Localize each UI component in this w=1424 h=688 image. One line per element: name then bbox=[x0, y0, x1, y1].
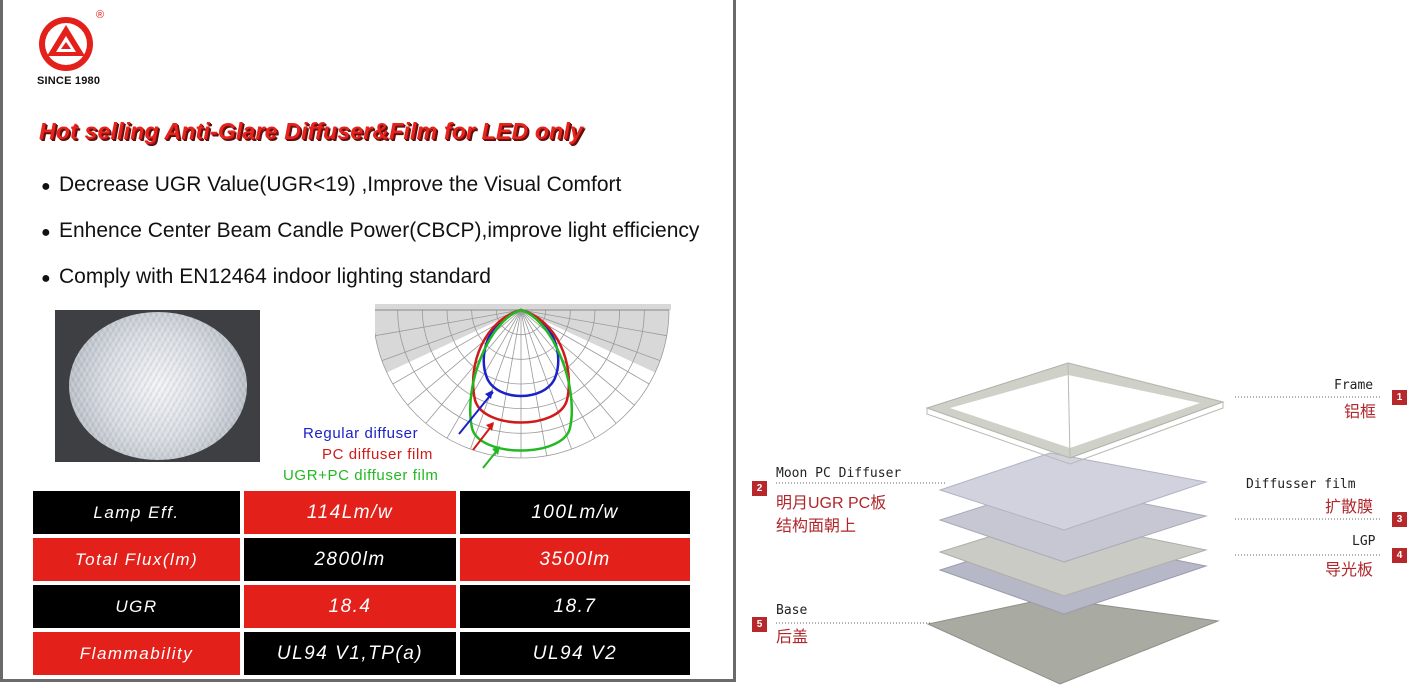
headline: Hot selling Anti-Glare Diffuser&Film for… bbox=[39, 118, 583, 144]
badge-2: 2 bbox=[752, 481, 767, 496]
base-layer bbox=[926, 597, 1220, 685]
lgp-label-cn: 导光板 bbox=[1325, 562, 1374, 579]
table-row: Total Flux(lm) 2800lm 3500lm bbox=[33, 538, 690, 581]
table-cell: 18.4 bbox=[244, 585, 456, 628]
product-slide: ® SINCE 1980 Hot selling Anti-Glare Diff… bbox=[0, 0, 736, 682]
badge-3: 3 bbox=[1392, 512, 1407, 527]
legend-ugr-pc-diffuser-film: UGR+PC diffuser film bbox=[283, 467, 439, 484]
registered-mark: ® bbox=[96, 9, 105, 21]
diffusser-film-label-cn: 扩散膜 bbox=[1325, 499, 1374, 516]
feature-item: ●Decrease UGR Value(UGR<19) ,Improve the… bbox=[41, 173, 622, 196]
table-cell: 3500lm bbox=[460, 538, 690, 581]
brand-logo bbox=[39, 17, 93, 71]
moon-pc-diffuser-layer bbox=[938, 452, 1208, 531]
row-label-flammability: Flammability bbox=[33, 632, 240, 675]
row-label-lamp-eff: Lamp Eff. bbox=[33, 491, 240, 534]
base-label-en: Base bbox=[776, 603, 808, 618]
polar-light-distribution-diagram bbox=[375, 304, 671, 469]
legend-pc-diffuser-film: PC diffuser film bbox=[322, 446, 434, 463]
regular-diffuser-arrow bbox=[458, 391, 494, 435]
regular-diffuser-curve bbox=[482, 308, 560, 398]
table-cell: 114Lm/w bbox=[244, 491, 456, 534]
table-row: Flammability UL94 V1,TP(a) UL94 V2 bbox=[33, 632, 690, 675]
feature-list: ●Decrease UGR Value(UGR<19) ,Improve the… bbox=[41, 170, 699, 308]
badge-1: 1 bbox=[1392, 390, 1407, 405]
table-cell: UL94 V1,TP(a) bbox=[244, 632, 456, 675]
base-label-cn: 后盖 bbox=[776, 629, 809, 646]
badge-4: 4 bbox=[1392, 548, 1407, 563]
table-cell: UL94 V2 bbox=[460, 632, 690, 675]
legend-regular-diffuser: Regular diffuser bbox=[303, 425, 419, 442]
diffusser-film-label-en: Diffusser film bbox=[1246, 477, 1356, 492]
row-label-total-flux: Total Flux(lm) bbox=[33, 538, 240, 581]
table-cell: 2800lm bbox=[244, 538, 456, 581]
table-row: UGR 18.4 18.7 bbox=[33, 585, 690, 628]
pc-diffuser-film-curve bbox=[471, 308, 571, 424]
table-cell: 18.7 bbox=[460, 585, 690, 628]
spec-comparison-table: Lamp Eff. 114Lm/w 100Lm/w Total Flux(lm)… bbox=[29, 487, 694, 679]
exploded-panel-diagram bbox=[776, 362, 1380, 685]
table-cell: 100Lm/w bbox=[460, 491, 690, 534]
lgp-label-en: LGP bbox=[1352, 534, 1376, 549]
ugr-pc-diffuser-film-curve bbox=[468, 308, 574, 452]
table-row: Lamp Eff. 114Lm/w 100Lm/w bbox=[33, 491, 690, 534]
frame-label-en: Frame bbox=[1334, 378, 1374, 393]
polar-grid bbox=[375, 304, 671, 459]
moon-pc-diffuser-label-cn: 明月UGR PC板 bbox=[776, 495, 887, 512]
row-label-ugr: UGR bbox=[33, 585, 240, 628]
diffuser-closeup-photo bbox=[55, 310, 260, 462]
feature-item: ●Comply with EN12464 indoor lighting sta… bbox=[41, 265, 491, 288]
feature-item: ●Enhence Center Beam Candle Power(CBCP),… bbox=[41, 219, 700, 242]
badge-5: 5 bbox=[752, 617, 767, 632]
moon-pc-diffuser-label-en: Moon PC Diffuser bbox=[776, 466, 902, 481]
moon-pc-diffuser-note-cn: 结构面朝上 bbox=[776, 518, 857, 535]
frame-label-cn: 铝框 bbox=[1344, 404, 1377, 421]
since-1980-label: SINCE 1980 bbox=[37, 75, 101, 87]
